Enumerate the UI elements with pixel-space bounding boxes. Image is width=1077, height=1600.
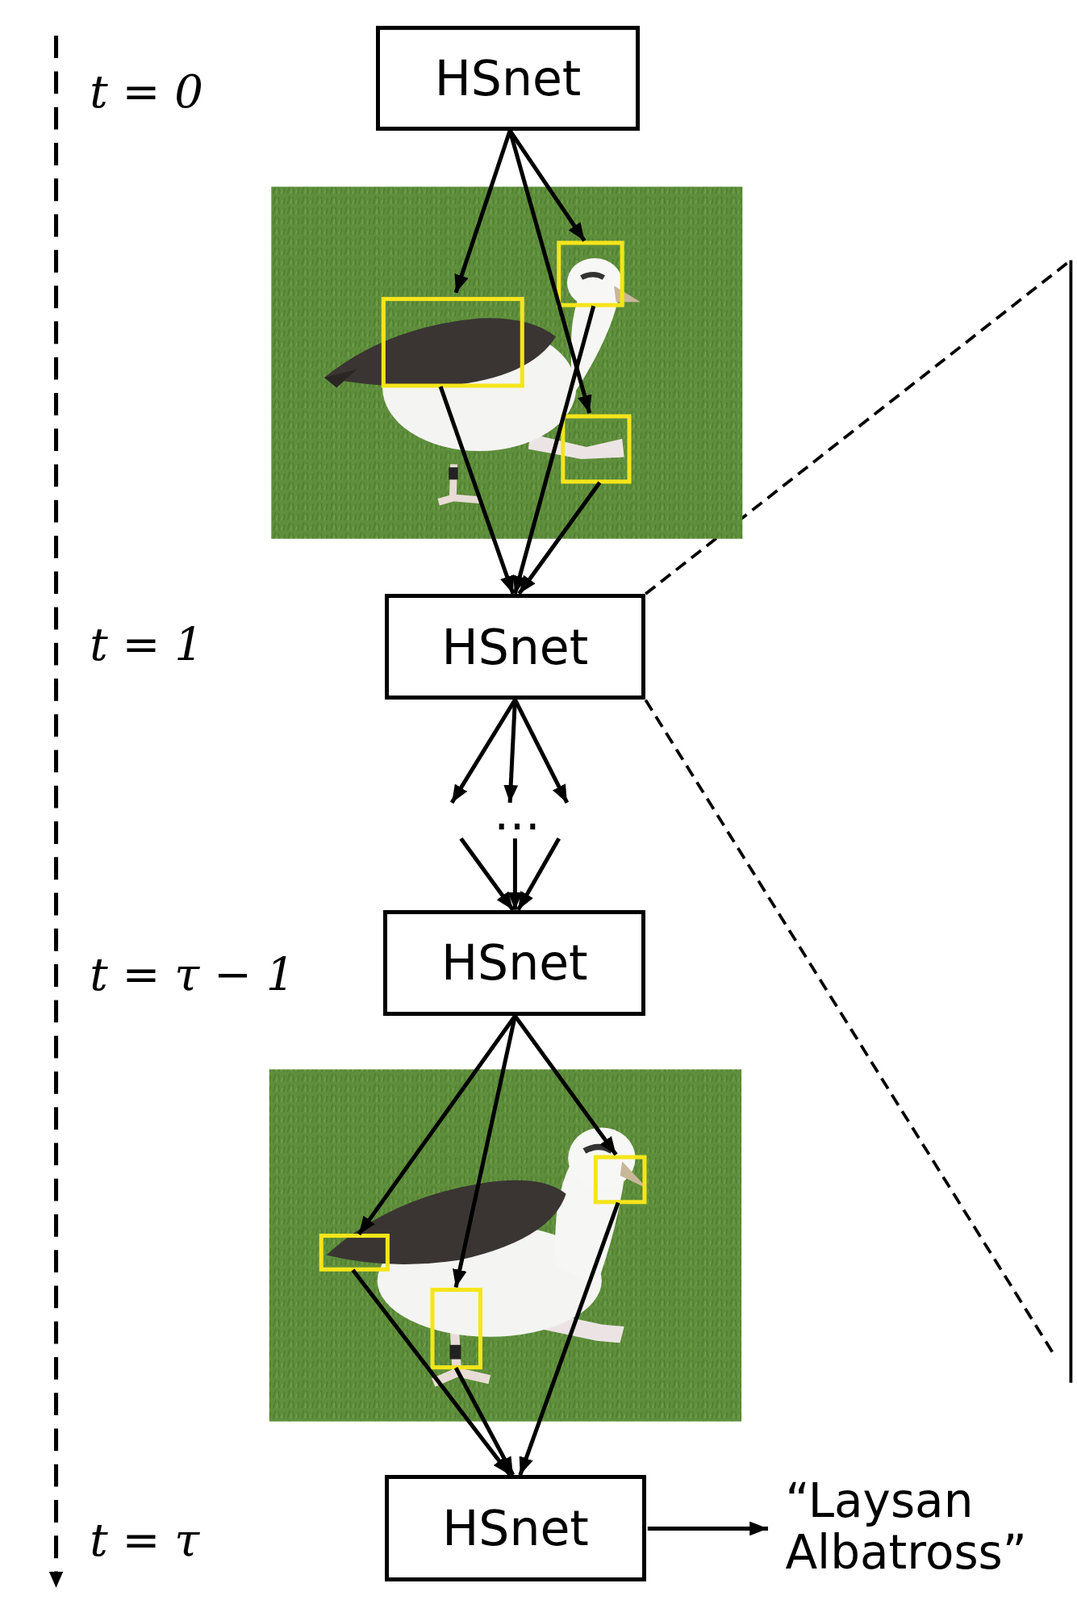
attention-box (563, 416, 630, 482)
bird-photo (271, 186, 743, 539)
connector (514, 305, 593, 594)
connector (509, 130, 585, 242)
connector (451, 699, 515, 803)
node-label: HSnet (434, 51, 582, 105)
hsnet-box: HSnet (384, 593, 647, 700)
connector (514, 699, 567, 803)
time-label: t = 0 (89, 66, 204, 117)
connector (455, 1367, 514, 1475)
connector (455, 130, 510, 293)
hsnet-box: HSnet (375, 25, 639, 131)
attention-box (595, 1156, 645, 1203)
time-label: t = τ − 1 (89, 949, 295, 1000)
attention-box (559, 242, 622, 305)
node-label: HSnet (442, 1501, 589, 1555)
connector (518, 482, 600, 594)
bird-photo (269, 1068, 742, 1421)
connector (455, 1015, 515, 1287)
time-label: t = τ (89, 1515, 200, 1566)
connector (460, 838, 513, 910)
connector (517, 838, 560, 910)
output-arrow (647, 1526, 769, 1531)
connector (513, 838, 518, 910)
connector (520, 1202, 618, 1475)
time-label: t = 1 (89, 619, 204, 670)
inset-border (1069, 259, 1073, 1382)
hsnet-box: HSnet (383, 910, 646, 1016)
attention-box (321, 1235, 388, 1270)
connector (440, 386, 514, 594)
connector (509, 699, 515, 803)
attention-box (432, 1289, 481, 1368)
hsnet-box: HSnet (384, 1474, 648, 1581)
connector (514, 1015, 616, 1155)
attention-box (383, 299, 522, 386)
connector (352, 1269, 510, 1475)
output-label: “Laysan Albatross” (784, 1475, 1060, 1579)
ellipsis: … (493, 788, 541, 840)
node-label: HSnet (442, 620, 589, 674)
time-axis (54, 35, 59, 1579)
node-label: HSnet (441, 935, 589, 990)
